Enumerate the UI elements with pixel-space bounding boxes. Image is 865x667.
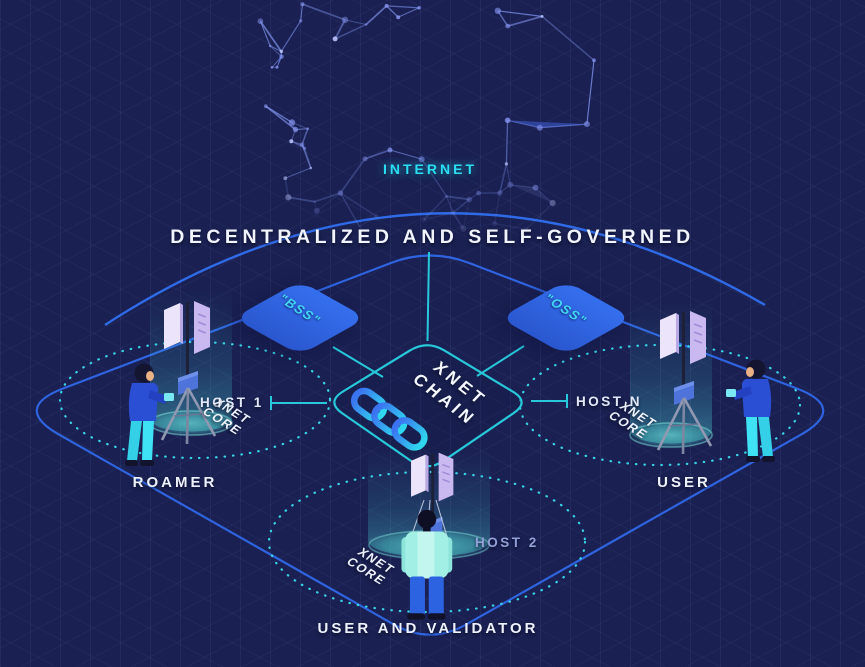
roamer-label: ROAMER — [132, 474, 218, 491]
hostn-label: HOST N — [576, 394, 643, 409]
user-and-validator-label: USER AND VALIDATOR — [317, 620, 539, 637]
user-label: USER — [657, 474, 711, 491]
internet-label: INTERNET — [383, 161, 477, 177]
connector-lines — [270, 251, 568, 410]
orbit-arc — [104, 212, 766, 327]
internet-globe — [257, 2, 596, 232]
coverage-ellipse-right — [518, 343, 802, 467]
host1-label: HOST 1 — [200, 395, 264, 410]
network-boundary-diamond — [35, 254, 825, 636]
diagram-title: DECENTRALIZED AND SELF-GOVERNED — [170, 226, 695, 248]
coverage-ellipse-bottom — [267, 470, 587, 614]
host2-label: HOST 2 — [475, 535, 539, 550]
coverage-ellipse-left — [58, 340, 332, 460]
person-user — [726, 359, 775, 462]
chain-link-icon — [350, 387, 428, 451]
